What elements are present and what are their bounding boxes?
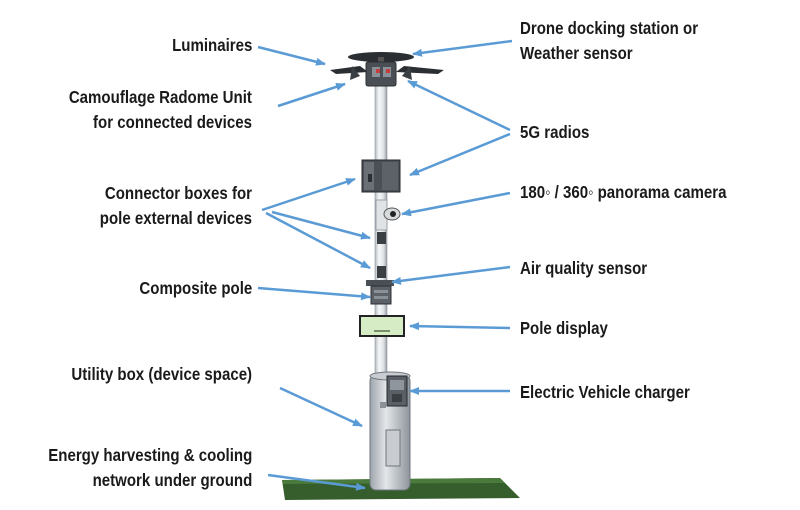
- label-luminaires: Luminaires: [172, 33, 252, 58]
- label-luminaires-text: Luminaires: [171, 35, 252, 55]
- arrow-icon: [401, 191, 511, 217]
- label-utility-box: Utility box (device space): [71, 362, 252, 387]
- camera-illustration: [375, 199, 401, 231]
- label-drone-line1: Drone docking station or: [520, 18, 699, 38]
- label-composite-pole-text: Composite pole: [139, 278, 252, 298]
- arrow-icon: [409, 132, 511, 177]
- radio-box-illustration: [361, 159, 401, 193]
- label-pole-display: Pole display: [520, 316, 608, 341]
- ev-charger-illustration: [386, 375, 408, 407]
- arrow-icon: [407, 79, 511, 132]
- label-energy-harvesting: Energy harvesting & cooling network unde…: [48, 443, 252, 493]
- label-panorama-camera: 180◦ / 360◦ panorama camera: [520, 180, 726, 205]
- label-utility-box-text: Utility box (device space): [71, 364, 252, 384]
- label-5g-radios: 5G radios: [520, 120, 589, 145]
- label-pole-display-text: Pole display: [520, 318, 608, 338]
- arrow-icon: [265, 211, 371, 270]
- arrows: [257, 39, 513, 491]
- label-ev-charger-text: Electric Vehicle charger: [520, 382, 690, 402]
- arrow-icon: [409, 322, 511, 331]
- label-energy-line2: network under ground: [92, 470, 252, 490]
- arrow-icon: [267, 473, 366, 491]
- label-connector-line1: Connector boxes for: [104, 183, 252, 203]
- label-air-quality: Air quality sensor: [520, 256, 647, 281]
- arrow-icon: [271, 210, 371, 240]
- connector-box-2: [377, 266, 386, 278]
- label-radome-line1: Camouflage Radome Unit: [68, 87, 252, 107]
- arrow-icon: [261, 177, 356, 212]
- label-5g-radios-text: 5G radios: [520, 122, 590, 142]
- connector-box-1: [377, 232, 386, 244]
- label-air-quality-text: Air quality sensor: [520, 258, 648, 278]
- arrow-icon: [257, 45, 326, 66]
- arrow-icon: [391, 265, 511, 285]
- arrow-icon: [277, 82, 346, 108]
- luminaires-illustration: [330, 66, 444, 80]
- radome-unit-illustration: [365, 61, 397, 87]
- label-ev-charger: Electric Vehicle charger: [520, 380, 690, 405]
- arrow-icon: [279, 386, 363, 428]
- label-radome-line2: for connected devices: [93, 112, 252, 132]
- label-connector-boxes: Connector boxes for pole external device…: [100, 181, 252, 231]
- pole-display-illustration: [359, 315, 405, 337]
- label-radome-unit: Camouflage Radome Unit for connected dev…: [69, 85, 252, 135]
- label-drone-line2: Weather sensor: [520, 43, 633, 63]
- label-drone-dock: Drone docking station or Weather sensor: [520, 16, 698, 66]
- label-composite-pole: Composite pole: [139, 276, 252, 301]
- label-energy-line1: Energy harvesting & cooling: [47, 445, 252, 465]
- arrow-icon: [257, 286, 371, 301]
- label-camera-text: 180◦ / 360◦ panorama camera: [520, 182, 727, 202]
- air-quality-sensor-illustration: [366, 280, 394, 305]
- label-connector-line2: pole external devices: [99, 208, 252, 228]
- arrow-icon: [412, 39, 513, 57]
